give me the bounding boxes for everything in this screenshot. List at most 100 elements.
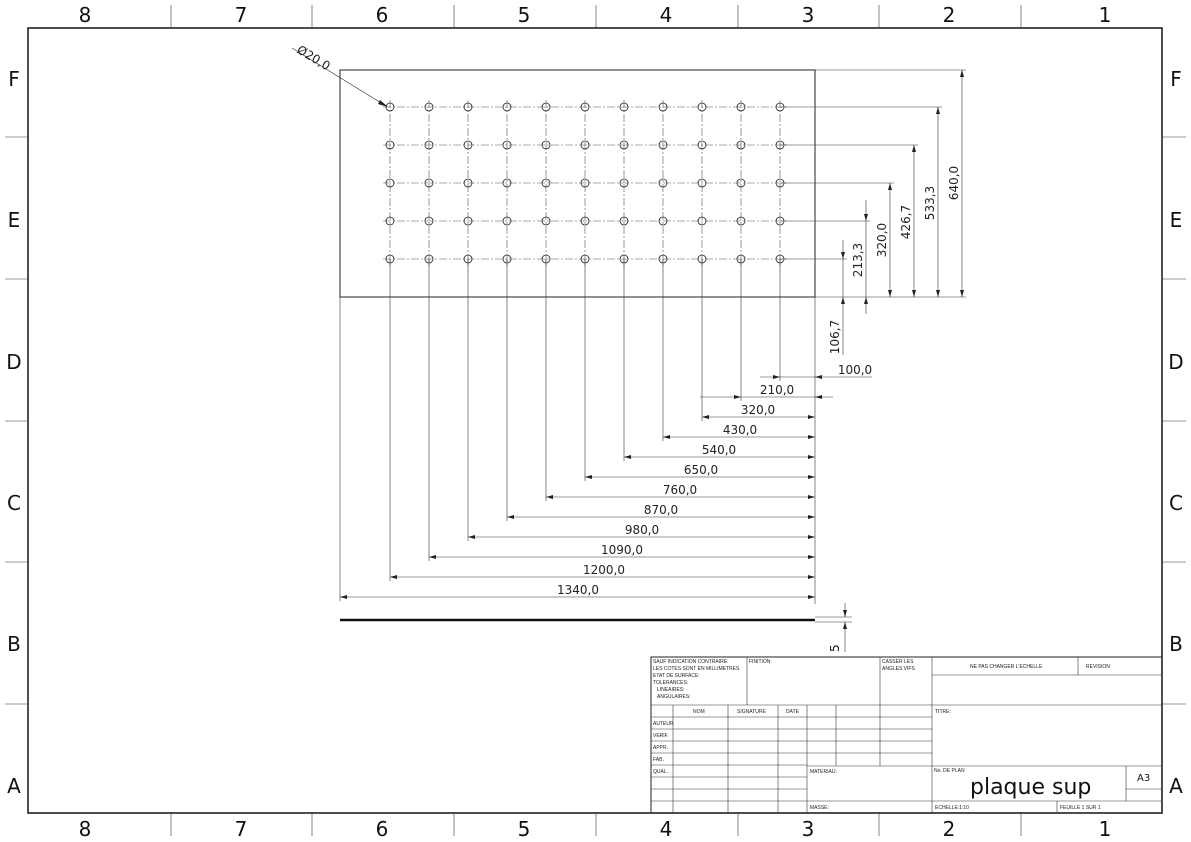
hole xyxy=(463,140,473,150)
hole xyxy=(658,178,668,188)
zone-row-label: D xyxy=(1168,350,1183,374)
vertical-dimension-label: 213,3 xyxy=(851,243,865,277)
tb-casser-2: ANGLES VIFS xyxy=(882,666,915,672)
dimension-arrow xyxy=(390,575,397,579)
hole xyxy=(736,102,746,112)
tb-role-appr: APPR. xyxy=(653,745,668,751)
zone-column-label: 3 xyxy=(802,817,815,841)
hole xyxy=(502,102,512,112)
dimension-arrow xyxy=(808,455,815,459)
horizontal-dimension-label: 1090,0 xyxy=(601,543,643,557)
zone-column-label: 6 xyxy=(376,3,389,27)
hole-centerlines xyxy=(383,100,787,266)
tb-no-plan-label: No. DE PLAN xyxy=(934,768,965,774)
zone-row-label: A xyxy=(1169,774,1183,798)
dimension-arrow xyxy=(960,70,964,77)
horizontal-dimension-label: 980,0 xyxy=(625,523,659,537)
zone-column-label: 2 xyxy=(943,817,956,841)
svg-text:LINEAIRES:: LINEAIRES: xyxy=(657,687,685,693)
zone-column-label: 1 xyxy=(1099,3,1112,27)
hole xyxy=(697,216,707,226)
hole-diameter-label: Ø20,0 xyxy=(294,43,332,74)
horizontal-dimension-label: 430,0 xyxy=(723,423,757,437)
zone-column-label: 1 xyxy=(1099,817,1112,841)
dimension-arrow xyxy=(808,535,815,539)
vertical-dimension-label: 533,3 xyxy=(923,186,937,220)
side-view: 5 xyxy=(340,603,852,652)
dimension-arrow xyxy=(808,595,815,599)
dimension-arrow xyxy=(841,297,845,304)
tb-note-3: ETAT DE SURFACE: xyxy=(653,673,700,679)
hole xyxy=(385,140,395,150)
hole xyxy=(541,178,551,188)
dimension-arrow xyxy=(808,435,815,439)
tb-echelle: ECHELLE:1:10 xyxy=(935,805,969,811)
tb-note-2: LES COTES SONT EN MILLIMETRES xyxy=(653,666,740,672)
dimension-arrow xyxy=(888,290,892,297)
tb-feuille: FEUILLE 1 SUR 1 xyxy=(1060,805,1101,811)
horizontal-dimensions: 100,0210,0320,0430,0540,0650,0760,0870,0… xyxy=(339,259,872,604)
horizontal-dimension-label: 870,0 xyxy=(644,503,678,517)
tb-ne-pas-changer: NE PAS CHANGER L'ECHELLE xyxy=(970,664,1043,670)
dimension-arrow xyxy=(808,515,815,519)
zone-row-label: A xyxy=(7,774,21,798)
zone-row-label: B xyxy=(1169,632,1183,656)
sheet-border xyxy=(27,27,1163,814)
zone-column-label: 7 xyxy=(235,3,248,27)
dimension-arrow xyxy=(960,290,964,297)
zone-column-label: 7 xyxy=(235,817,248,841)
vertical-dimension-label: 426,7 xyxy=(899,205,913,239)
zone-column-label: 5 xyxy=(518,3,531,27)
zone-ticks xyxy=(5,5,1186,836)
horizontal-dimension-label: 540,0 xyxy=(702,443,736,457)
hole xyxy=(658,102,668,112)
hole xyxy=(424,178,434,188)
dimension-arrow xyxy=(888,183,892,190)
tb-note-6: ANGULAIRES: xyxy=(657,694,691,700)
hole xyxy=(463,102,473,112)
hole xyxy=(385,178,395,188)
zone-column-label: 2 xyxy=(943,3,956,27)
tb-materiau: MATERIAU: xyxy=(810,769,837,775)
hole-pattern xyxy=(385,102,785,264)
tb-role-auteur: AUTEUR xyxy=(653,721,674,727)
tb-role-qual: QUAL. xyxy=(653,769,668,775)
tb-casser-1: CASSER LES xyxy=(882,659,914,665)
svg-text:SAUF INDICATION CONTRAIRE:: SAUF INDICATION CONTRAIRE: xyxy=(653,659,728,665)
svg-text:ANGLES VIFS: ANGLES VIFS xyxy=(882,666,915,672)
zone-row-label: C xyxy=(1169,491,1183,515)
hole xyxy=(463,178,473,188)
horizontal-dimension-label: 1200,0 xyxy=(583,563,625,577)
dimension-arrow xyxy=(429,555,436,559)
tb-role-fab: FAB. xyxy=(653,757,664,763)
dimension-arrow xyxy=(546,495,553,499)
plate-outline xyxy=(339,69,816,298)
dimension-arrow xyxy=(912,290,916,297)
tb-finition: FINITION: xyxy=(749,659,772,665)
dimension-arrow xyxy=(841,252,845,259)
hole xyxy=(736,140,746,150)
svg-text:CASSER LES: CASSER LES xyxy=(882,659,914,665)
dimension-arrow xyxy=(663,435,670,439)
vertical-dimension-label: 106,7 xyxy=(828,320,842,354)
hole xyxy=(619,102,629,112)
hole xyxy=(619,140,629,150)
svg-text:TOLERANCES:: TOLERANCES: xyxy=(653,680,688,686)
dimension-arrow xyxy=(815,375,822,379)
dimension-arrow xyxy=(936,290,940,297)
hole xyxy=(541,102,551,112)
vertical-dimension-label: 640,0 xyxy=(947,166,961,200)
hole xyxy=(541,140,551,150)
tb-masse: MASSE: xyxy=(810,805,829,811)
zone-column-label: 4 xyxy=(660,3,673,27)
hole xyxy=(580,216,590,226)
zone-row-label: E xyxy=(8,208,21,232)
horizontal-dimension-label: 100,0 xyxy=(838,363,872,377)
hole xyxy=(658,140,668,150)
hole xyxy=(502,178,512,188)
dimension-arrow xyxy=(734,395,741,399)
tb-format: A3 xyxy=(1137,773,1150,784)
tb-revision: REVISION xyxy=(1086,664,1110,670)
